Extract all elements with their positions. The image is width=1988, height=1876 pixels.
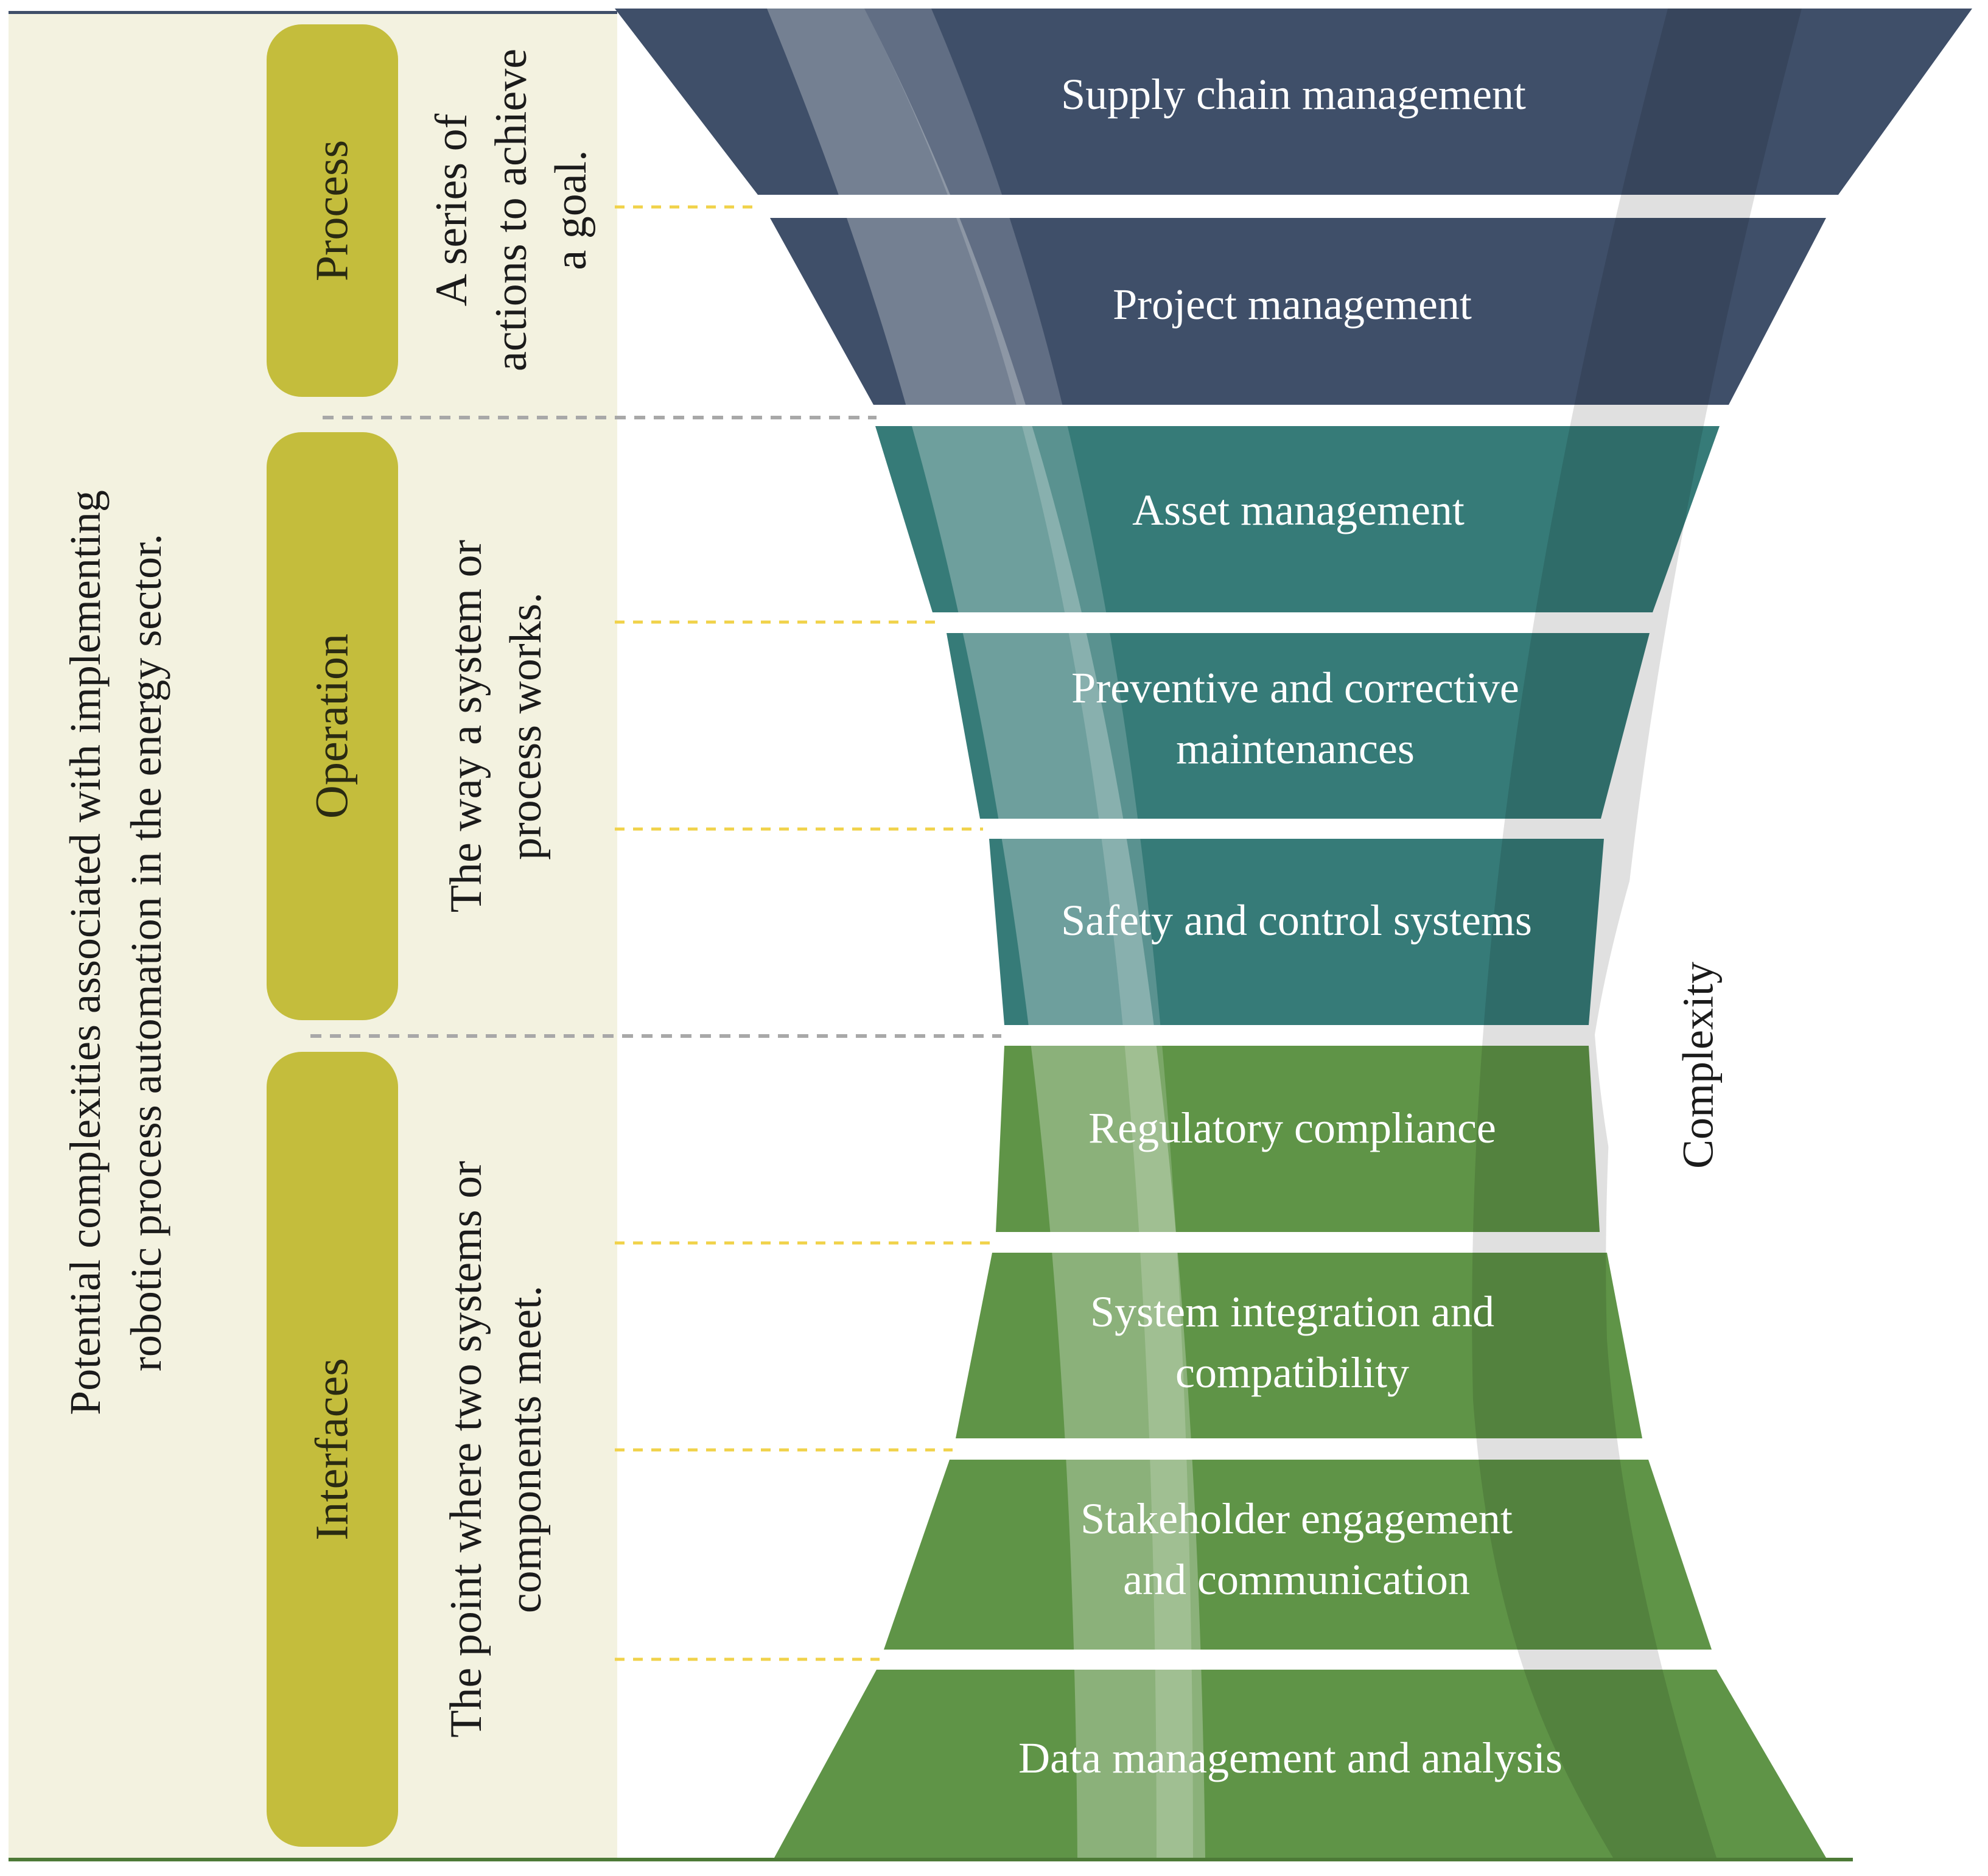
process-pill [267, 24, 398, 397]
interfaces-label: Interfaces [306, 1358, 358, 1541]
interfaces-pill [267, 1052, 398, 1847]
label-supply-chain: Supply chain management [1061, 70, 1526, 119]
segment-data-management [774, 1670, 1826, 1858]
segment-project-management [770, 218, 1826, 405]
main-description: Potential complexities associated with i… [61, 490, 170, 1415]
label-asset-management: Asset management [1132, 486, 1465, 534]
bottom-rule [9, 1858, 1853, 1861]
segment-preventive [947, 633, 1650, 819]
segment-asset-management [875, 426, 1720, 612]
segment-regulatory [996, 1046, 1600, 1232]
label-data-management: Data management and analysis [1018, 1734, 1563, 1782]
interfaces-description: The point where two systems or component… [441, 1161, 551, 1738]
top-rule [9, 11, 617, 14]
segment-safety [989, 839, 1604, 1025]
operation-label: Operation [306, 634, 358, 819]
process-description: A series of actions to achieve a goal. [427, 48, 596, 372]
process-label: Process [306, 139, 358, 282]
label-project-management: Project management [1113, 280, 1472, 329]
label-regulatory: Regulatory compliance [1088, 1104, 1496, 1152]
label-safety: Safety and control systems [1061, 896, 1532, 945]
operation-pill [267, 432, 398, 1020]
complexity-label: Complexity [1673, 962, 1723, 1169]
segment-system-integration [956, 1253, 1642, 1438]
segment-supply-chain [615, 9, 1972, 195]
segment-stakeholder [884, 1460, 1712, 1650]
operation-description: The way a system or process works. [441, 539, 551, 913]
